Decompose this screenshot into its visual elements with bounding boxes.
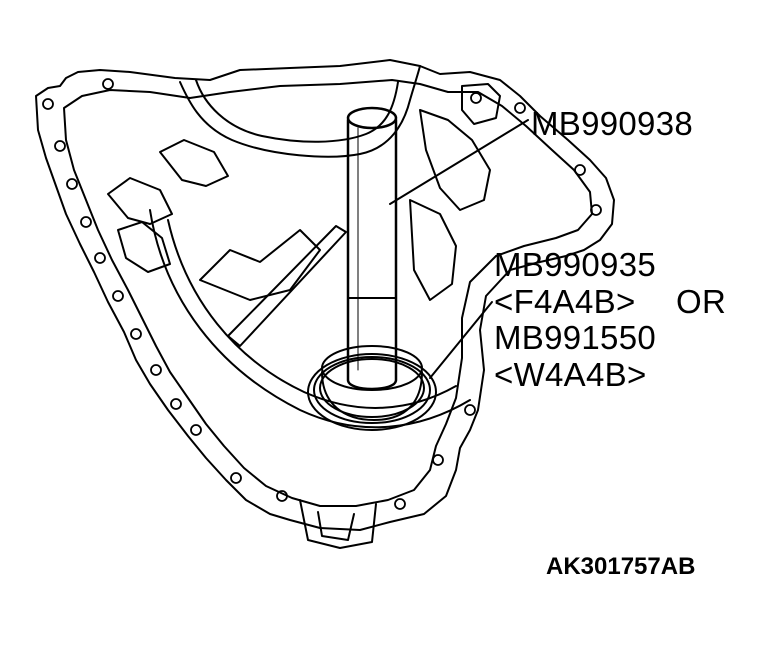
case-inner-flange [63, 79, 593, 507]
installer-body [321, 371, 423, 421]
case-outer-flange [35, 59, 615, 531]
callout-mb990935: MB990935 [494, 246, 657, 283]
upper-bore [179, 65, 421, 158]
rib-left-3 [159, 139, 229, 187]
upper-bore-rim [195, 79, 399, 143]
rib-diagonal [227, 225, 347, 347]
leader-installer [429, 301, 493, 379]
bolt-holes [42, 78, 602, 510]
boss-top-right [461, 83, 501, 125]
callout-mb991550: MB991550 [494, 319, 657, 356]
rib-left-2 [117, 221, 171, 273]
callout-variant-f4a4b: <F4A4B> [494, 283, 636, 320]
bottom-boss-2 [317, 511, 355, 541]
rib-diagonal-2 [199, 229, 321, 301]
bell-bore-curve-inner [167, 219, 457, 409]
figure-code: AK301757AB [546, 553, 696, 580]
seal-middle-ring [313, 356, 431, 424]
leader-mb990938 [389, 119, 529, 205]
rib-left-1 [107, 177, 173, 225]
callout-or: OR [676, 283, 727, 320]
handle-bar [346, 118, 398, 391]
rib-right-1 [419, 109, 491, 211]
installer-top [321, 345, 423, 391]
bell-bore-curve [149, 209, 471, 429]
handle-bar-top [346, 106, 398, 130]
rib-right-2 [409, 199, 457, 301]
seal-outer-ring [307, 353, 437, 431]
callout-variant-w4a4b: <W4A4B> [494, 356, 647, 393]
bottom-boss [299, 499, 377, 549]
seal-inner-ring [319, 358, 425, 418]
callout-mb990938: MB990938 [531, 105, 694, 142]
